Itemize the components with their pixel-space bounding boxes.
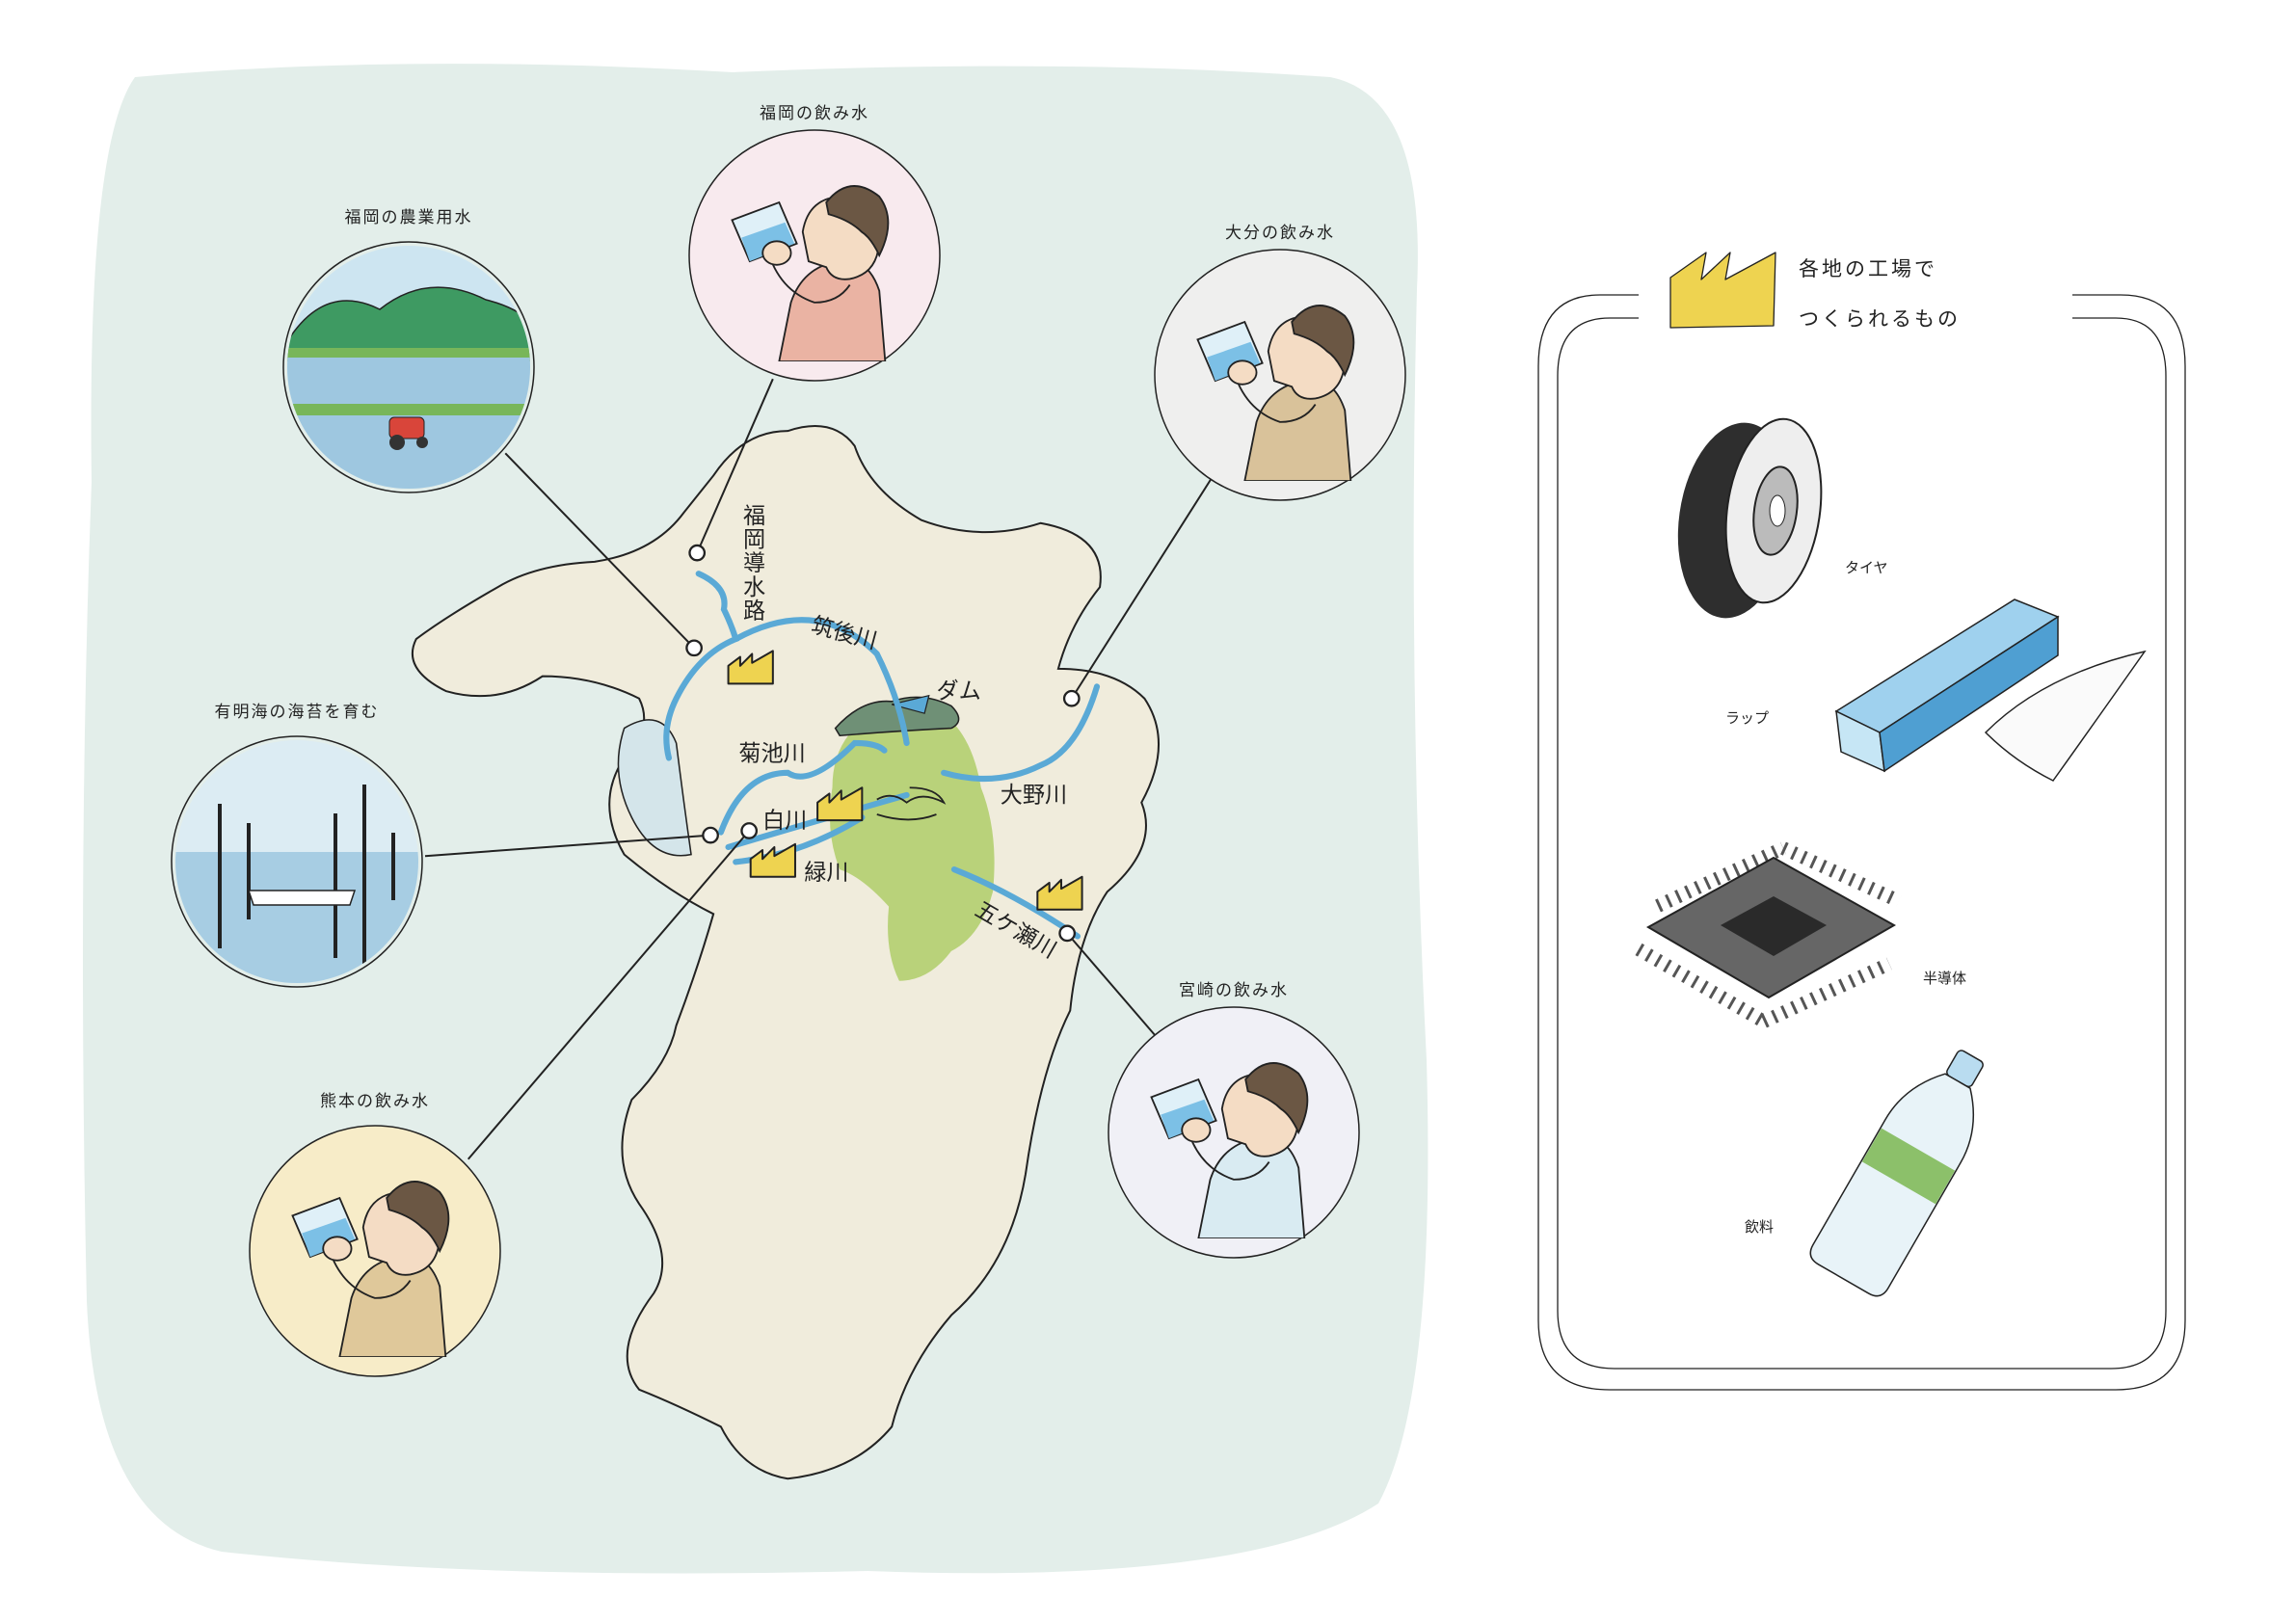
factory-icon bbox=[816, 786, 864, 822]
kyushu-landmass bbox=[411, 425, 1160, 1480]
svg-text:岡: 岡 bbox=[743, 527, 765, 552]
aso-region bbox=[829, 716, 995, 981]
product-label-tire: タイヤ bbox=[1845, 559, 1888, 576]
svg-text:宮崎の飲み水: 宮崎の飲み水 bbox=[1179, 981, 1289, 1000]
shirakawa-label: 白川 bbox=[762, 809, 807, 834]
midori-river-label: 緑川 bbox=[804, 861, 848, 886]
aso-caldera-icon bbox=[876, 786, 947, 821]
canal-label: 福 岡 導 水 路 bbox=[743, 504, 765, 625]
factory-icon bbox=[1036, 875, 1083, 911]
factory-icon bbox=[1669, 252, 1776, 329]
callout-fukuoka-agriculture: 福岡の農業用水 bbox=[282, 208, 535, 493]
callout-oita-drinking: 大分の飲み水 bbox=[1154, 224, 1406, 501]
svg-text:福: 福 bbox=[743, 504, 765, 529]
svg-text:有明海の海苔を育む: 有明海の海苔を育む bbox=[215, 703, 380, 722]
water-bottle-icon bbox=[1809, 1050, 1984, 1297]
ono-river-label: 大野川 bbox=[1001, 784, 1067, 809]
kikuchi-river-label: 菊池川 bbox=[738, 742, 805, 767]
factory-icon bbox=[749, 842, 796, 878]
callout-ariake-nori: 有明海の海苔を育む bbox=[171, 703, 423, 988]
callout-kumamoto-drinking: 熊本の飲み水 bbox=[249, 1092, 501, 1377]
callout-miyazaki-drinking: 宮崎の飲み水 bbox=[1108, 981, 1360, 1259]
product-label-semiconductor: 半導体 bbox=[1923, 970, 1966, 987]
svg-text:福岡の飲み水: 福岡の飲み水 bbox=[760, 104, 869, 123]
panel-heading-line2: つくられるもの bbox=[1799, 307, 1961, 331]
dam-mountain bbox=[834, 696, 960, 737]
tire-icon bbox=[1677, 417, 1823, 619]
plastic-wrap-icon bbox=[1834, 599, 2147, 782]
product-label-wrap: ラップ bbox=[1725, 709, 1769, 727]
dam-label: ダム bbox=[936, 679, 980, 705]
panel-heading-line1: 各地の工場で bbox=[1799, 257, 1937, 280]
factory-icon bbox=[727, 650, 774, 685]
semiconductor-chip-icon bbox=[1635, 841, 1902, 1028]
svg-text:熊本の飲み水: 熊本の飲み水 bbox=[320, 1092, 430, 1111]
svg-text:福岡の農業用水: 福岡の農業用水 bbox=[345, 208, 473, 227]
product-label-beverage: 飲料 bbox=[1745, 1218, 1774, 1236]
svg-text:路: 路 bbox=[743, 599, 765, 624]
svg-text:大分の飲み水: 大分の飲み水 bbox=[1225, 224, 1335, 243]
callout-fukuoka-drinking: 福岡の飲み水 bbox=[688, 104, 941, 382]
svg-text:水: 水 bbox=[743, 575, 765, 600]
svg-text:導: 導 bbox=[743, 551, 765, 576]
factory-products-panel: 各地の工場で つくられるもの タイヤ ラップ 半導体 飲料 bbox=[1537, 252, 2186, 1391]
